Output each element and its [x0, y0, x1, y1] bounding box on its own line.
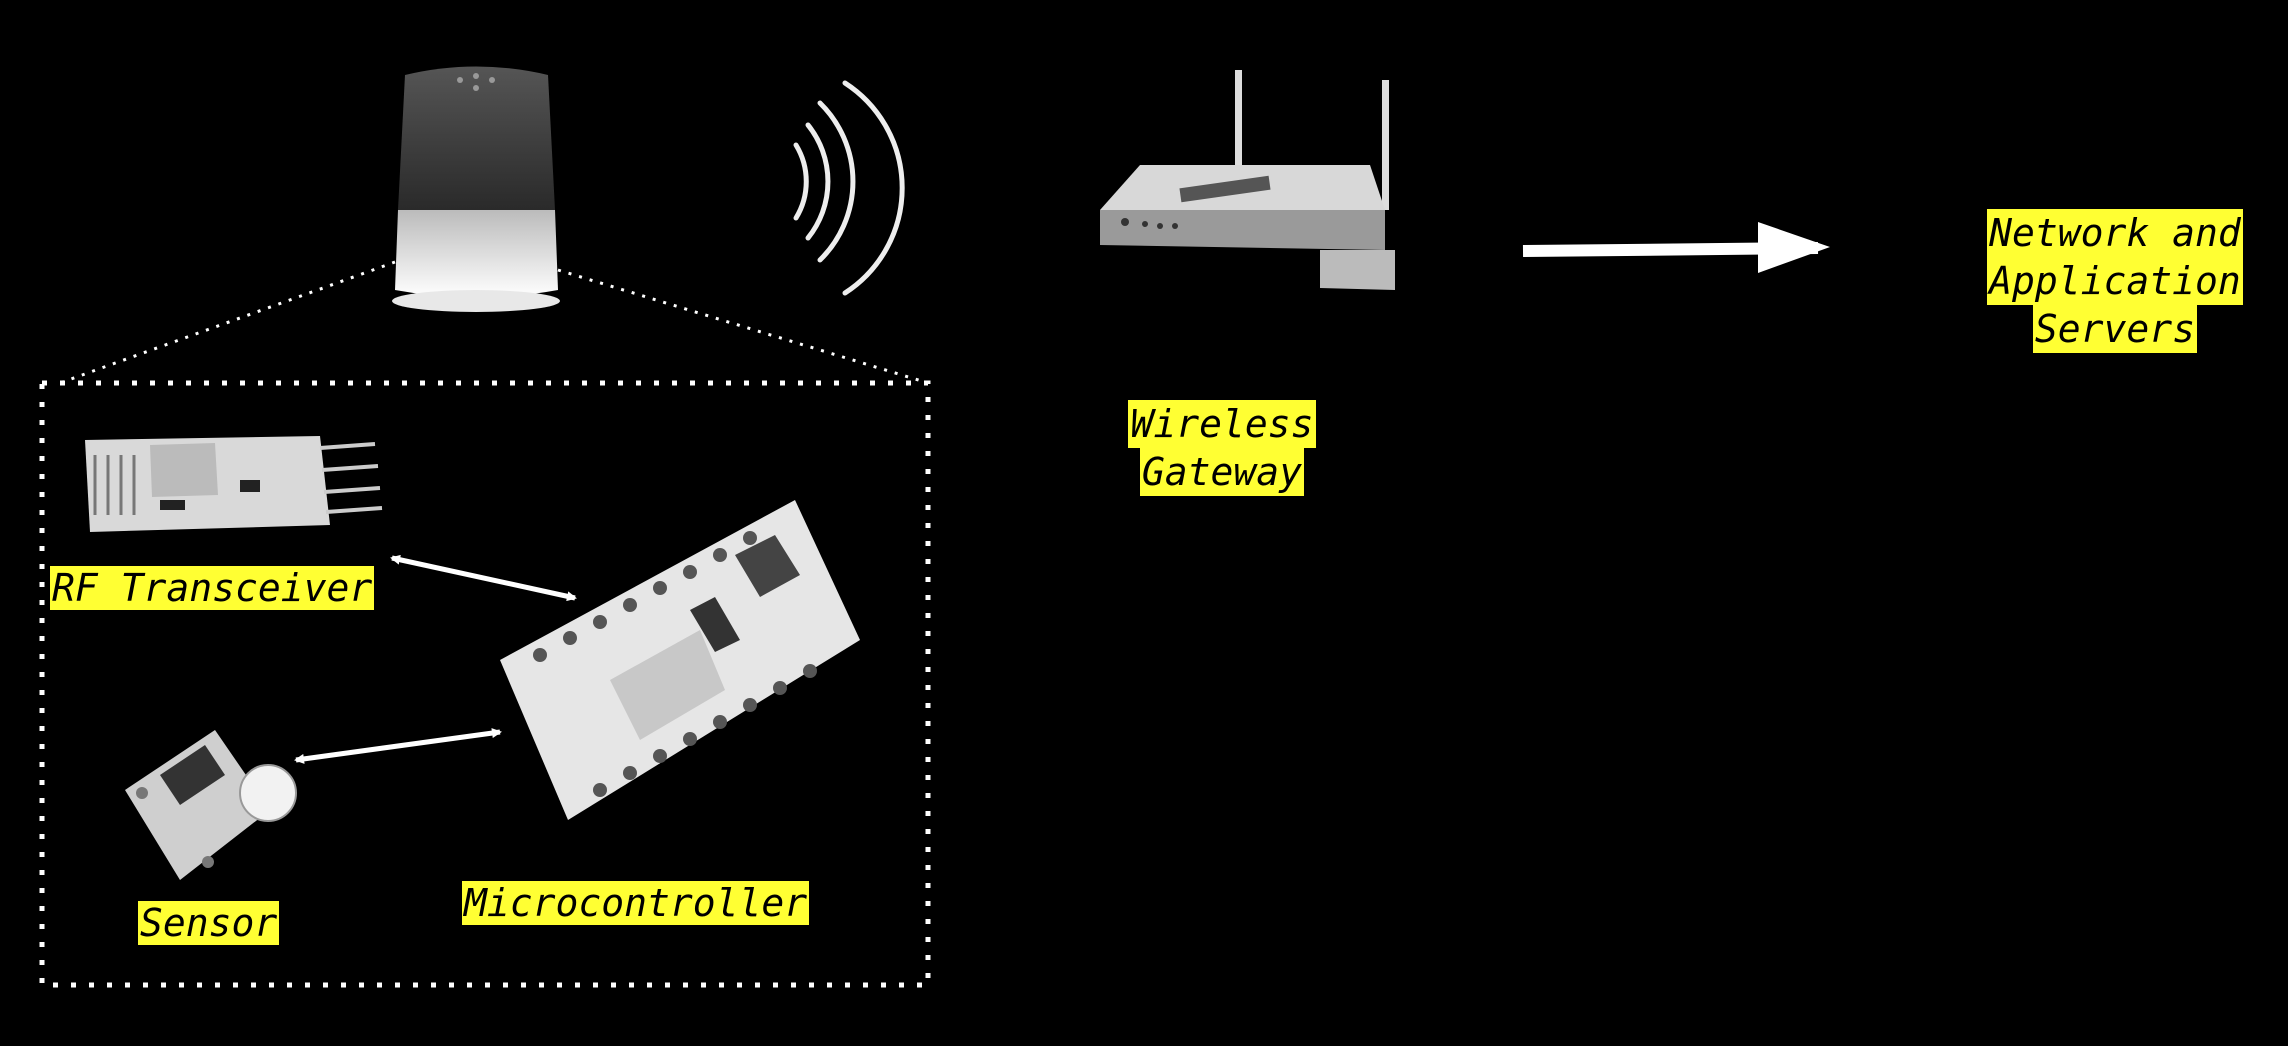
rf-to-microcontroller-arrow: [390, 554, 577, 602]
servers-label-line-2: Application: [1987, 257, 2243, 305]
smart-speaker-icon: [392, 66, 560, 312]
wireless-gateway-label-line-1: Wireless: [1128, 400, 1316, 448]
servers-label-line-1: Network and: [1987, 209, 2243, 257]
rf-transceiver-label-text: RF Transceiver: [50, 566, 375, 610]
sensor-label-text: Sensor: [138, 901, 280, 945]
sensor-module-icon: [125, 730, 297, 880]
wireless-gateway-label: Wireless Gateway: [1122, 400, 1322, 496]
zoom-lines: [59, 260, 929, 385]
wireless-gateway-label-line-2: Gateway: [1139, 448, 1305, 496]
device-boundary-box: [39, 380, 931, 988]
microcontroller-board-icon: [500, 500, 860, 820]
rf-transceiver-label: RF Transceiver: [50, 564, 375, 612]
servers-label-line-3: Servers: [2032, 305, 2198, 353]
rf-module-icon: [85, 436, 383, 532]
gateway-to-servers-arrowhead: [1758, 222, 1830, 273]
servers-label: Network and Application Servers: [1975, 209, 2255, 353]
router-icon: [1100, 70, 1395, 290]
sensor-label: Sensor: [138, 899, 280, 947]
wireless-signal-icon: [793, 80, 905, 296]
microcontroller-label-text: Microcontroller: [462, 881, 810, 925]
microcontroller-label: Microcontroller: [462, 879, 810, 927]
sensor-to-microcontroller-arrow: [294, 728, 502, 764]
